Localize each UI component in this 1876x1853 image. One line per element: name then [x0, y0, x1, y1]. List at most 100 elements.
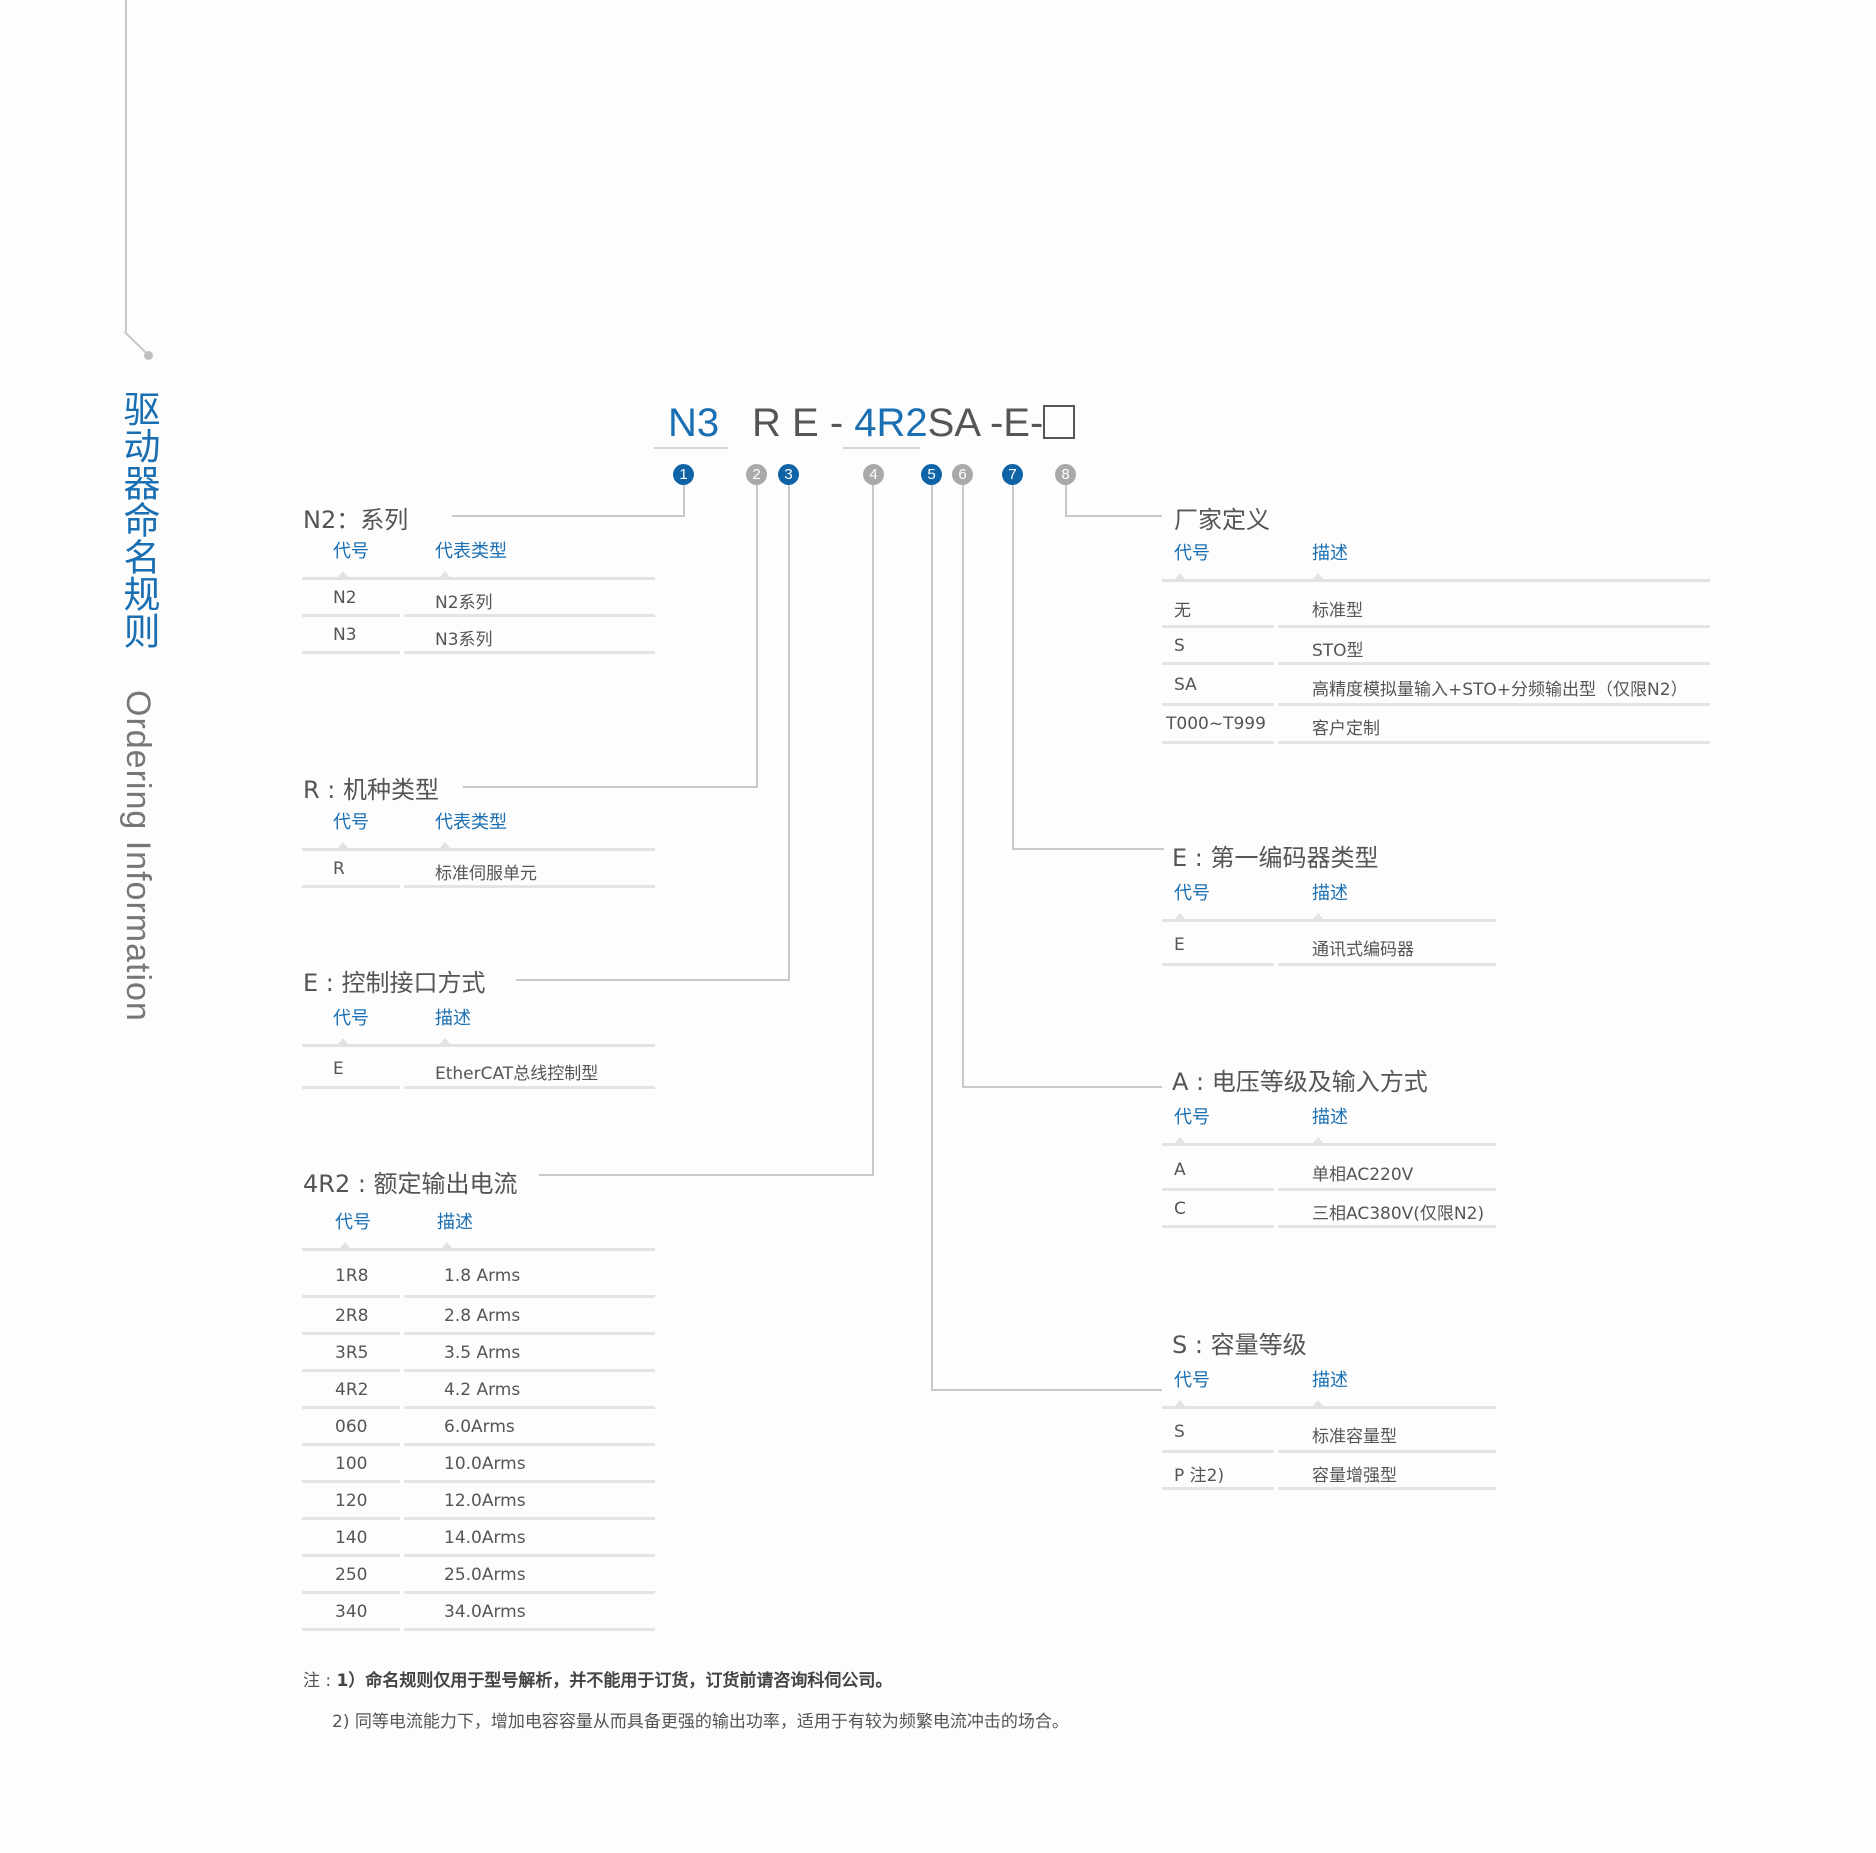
section-title-voltage: A : 电压等级及输入方式: [1172, 1068, 1428, 1096]
cell-desc: 34.0Arms: [444, 1602, 526, 1622]
cell-code: C: [1174, 1199, 1186, 1219]
cell-code: 120: [335, 1491, 368, 1511]
badge-4: 4: [863, 464, 884, 485]
connector-5-h: [931, 1389, 1162, 1391]
col-header-desc: 描述: [1312, 883, 1348, 904]
col-header-desc: 描述: [1312, 1107, 1348, 1128]
connector-2-v: [756, 485, 758, 787]
section-title-encoder: E : 第一编码器类型: [1172, 844, 1379, 872]
model-code: N3: [668, 398, 719, 448]
section-title-rated-current: 4R2 : 额定输出电流: [303, 1170, 518, 1198]
table-row: 无标准型: [1162, 582, 1710, 628]
col-header-code: 代号: [335, 1212, 371, 1233]
col-header-desc: 代表类型: [435, 812, 507, 833]
connector-8-v: [1065, 485, 1067, 517]
cell-desc: EtherCAT总线控制型: [435, 1064, 599, 1084]
col-header-desc: 描述: [435, 1008, 471, 1029]
model-dash: -: [989, 401, 1004, 445]
cell-code: 2R8: [335, 1306, 369, 1326]
note-1: 注 : 1）命名规则仅用于型号解析，并不能用于订货，订货前请咨询科伺公司。: [303, 1666, 892, 1691]
connector-6-v: [962, 485, 964, 1087]
cell-desc: 通讯式编码器: [1312, 940, 1414, 960]
cell-desc: 4.2 Arms: [444, 1380, 521, 1400]
cell-desc: 2.8 Arms: [444, 1306, 521, 1326]
table-row: 060 6.0Arms: [302, 1409, 655, 1446]
model-dash: -: [1029, 401, 1044, 445]
cell-code: S: [1174, 1422, 1185, 1442]
connector-7-v: [1012, 485, 1014, 850]
cell-code: P 注2): [1174, 1466, 1225, 1486]
cell-code: 340: [335, 1602, 368, 1622]
cell-desc: 单相AC220V: [1312, 1165, 1414, 1185]
cell-code: 100: [335, 1454, 368, 1474]
model-part-vendor-box: [1043, 405, 1076, 439]
col-header-code: 代号: [333, 1008, 369, 1029]
connector-3-h: [516, 979, 790, 981]
section-title-series: N2：系列: [303, 506, 409, 534]
cell-desc: STO型: [1312, 641, 1364, 661]
connector-6-h: [962, 1086, 1162, 1088]
cell-code: A: [1174, 1160, 1186, 1180]
connector-8-h: [1065, 515, 1162, 517]
cell-code: E: [1174, 935, 1185, 955]
sidebar-title-en: Ordering Information: [119, 690, 157, 1022]
cell-desc: 6.0Arms: [444, 1417, 515, 1437]
table-row: 340 34.0Arms: [302, 1594, 655, 1631]
connector-7-h: [1012, 848, 1164, 850]
model-part-voltage: A: [954, 401, 979, 445]
cell-code: 140: [335, 1528, 368, 1548]
cell-code: N3: [333, 625, 357, 645]
col-header-code: 代号: [1174, 1107, 1210, 1128]
section-title-control-interface: E : 控制接口方式: [303, 969, 486, 997]
cell-code: N2: [333, 588, 357, 608]
cell-code: 060: [335, 1417, 368, 1437]
cell-desc: N2系列: [435, 593, 493, 613]
col-header-code: 代号: [1174, 1370, 1210, 1391]
cell-desc: 3.5 Arms: [444, 1343, 521, 1363]
badge-8: 8: [1055, 464, 1076, 485]
cell-desc: 容量增强型: [1312, 1466, 1397, 1486]
cell-desc: 1.8 Arms: [444, 1266, 521, 1286]
cell-code: 4R2: [335, 1380, 369, 1400]
badge-1: 1: [673, 464, 694, 485]
table-row: E EtherCAT总线控制型: [302, 1047, 655, 1089]
col-header-code: 代号: [333, 541, 369, 562]
col-header-desc: 描述: [1312, 1370, 1348, 1391]
model-code-rest: R E - 4R2SA -E-: [752, 398, 1076, 448]
underline-current: [843, 447, 920, 449]
table-control-interface: 代号 描述 E EtherCAT总线控制型: [302, 1000, 655, 1089]
section-title-capacity: S : 容量等级: [1172, 1331, 1307, 1359]
connector-1-v: [683, 485, 685, 517]
table-row: N2 N2系列: [302, 580, 655, 617]
table-row: 2R8 2.8 Arms: [302, 1298, 655, 1335]
col-header-desc: 代表类型: [435, 541, 507, 562]
badge-2: 2: [746, 464, 767, 485]
badge-6: 6: [952, 464, 973, 485]
table-row: N3 N3系列: [302, 617, 655, 654]
cell-desc: 客户定制: [1312, 719, 1380, 739]
cell-desc: 高精度模拟量输入+STO+分频输出型（仅限N2）: [1312, 680, 1688, 700]
cell-desc: 12.0Arms: [444, 1491, 526, 1511]
table-row: A 单相AC220V: [1162, 1146, 1496, 1191]
cell-desc: N3系列: [435, 630, 493, 650]
note-prefix: 注 :: [303, 1671, 332, 1691]
sidebar-title-cn: 驱动器命名规则: [117, 390, 160, 649]
cell-desc: 标准型: [1312, 601, 1363, 621]
badge-5: 5: [921, 464, 942, 485]
cell-code: T000~T999: [1166, 714, 1266, 734]
connector-1-h: [452, 515, 685, 517]
table-row: E 通讯式编码器: [1162, 922, 1496, 966]
cell-code: E: [333, 1059, 344, 1079]
cell-code: SA: [1174, 675, 1197, 695]
